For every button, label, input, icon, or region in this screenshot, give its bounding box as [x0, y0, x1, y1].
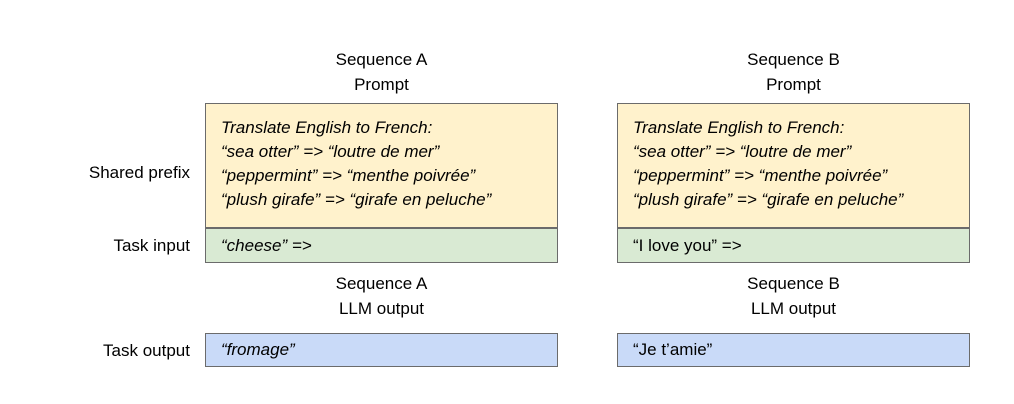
sequence-a-column: Sequence A Prompt Translate English to F…	[205, 0, 558, 404]
prompt-line: “plush girafe” => “girafe en peluche”	[221, 190, 492, 209]
header-line: Prompt	[354, 75, 409, 94]
task-output-text: “fromage”	[221, 340, 295, 359]
sequence-b-prompt-header: Sequence B Prompt	[617, 47, 970, 97]
task-input-text: “I love you” =>	[633, 235, 742, 255]
task-output-label: Task output	[103, 341, 190, 360]
header-line: Sequence B	[747, 274, 840, 293]
prompt-line: “peppermint” => “menthe poivrée”	[633, 166, 888, 185]
sequence-a-shared-prefix-box: Translate English to French: “sea otter”…	[205, 103, 558, 228]
prompt-line: Translate English to French:	[221, 118, 433, 137]
sequence-a-output-header: Sequence A LLM output	[205, 271, 558, 321]
sequence-b-column: Sequence B Prompt Translate English to F…	[617, 0, 970, 404]
prompt-line: “sea otter” => “loutre de mer”	[221, 142, 440, 161]
task-output-text: “Je t’amie”	[633, 340, 713, 359]
sequence-b-task-input-box: “I love you” =>	[617, 228, 970, 263]
header-line: Sequence A	[335, 274, 428, 293]
sequence-a-task-input-box: “cheese” =>	[205, 228, 558, 263]
sequence-b-task-output-box: “Je t’amie”	[617, 333, 970, 367]
shared-prefix-label: Shared prefix	[88, 163, 190, 182]
header-line: Sequence A	[335, 50, 428, 69]
header-line: Sequence B	[747, 50, 840, 69]
sequence-a-prompt-header: Sequence A Prompt	[205, 47, 558, 97]
sequence-a-task-output-box: “fromage”	[205, 333, 558, 367]
prompt-line: “peppermint” => “menthe poivrée”	[221, 166, 476, 185]
task-input-text: “cheese” =>	[221, 235, 312, 255]
header-line: Prompt	[766, 75, 821, 94]
task-input-label: Task input	[113, 236, 190, 255]
sequence-b-shared-prefix-box: Translate English to French: “sea otter”…	[617, 103, 970, 228]
prompt-line: “sea otter” => “loutre de mer”	[633, 142, 852, 161]
prompt-line: Translate English to French:	[633, 118, 845, 137]
header-line: LLM output	[338, 299, 425, 318]
prompt-line: “plush girafe” => “girafe en peluche”	[633, 190, 904, 209]
header-line: LLM output	[750, 299, 837, 318]
sequence-b-output-header: Sequence B LLM output	[617, 271, 970, 321]
